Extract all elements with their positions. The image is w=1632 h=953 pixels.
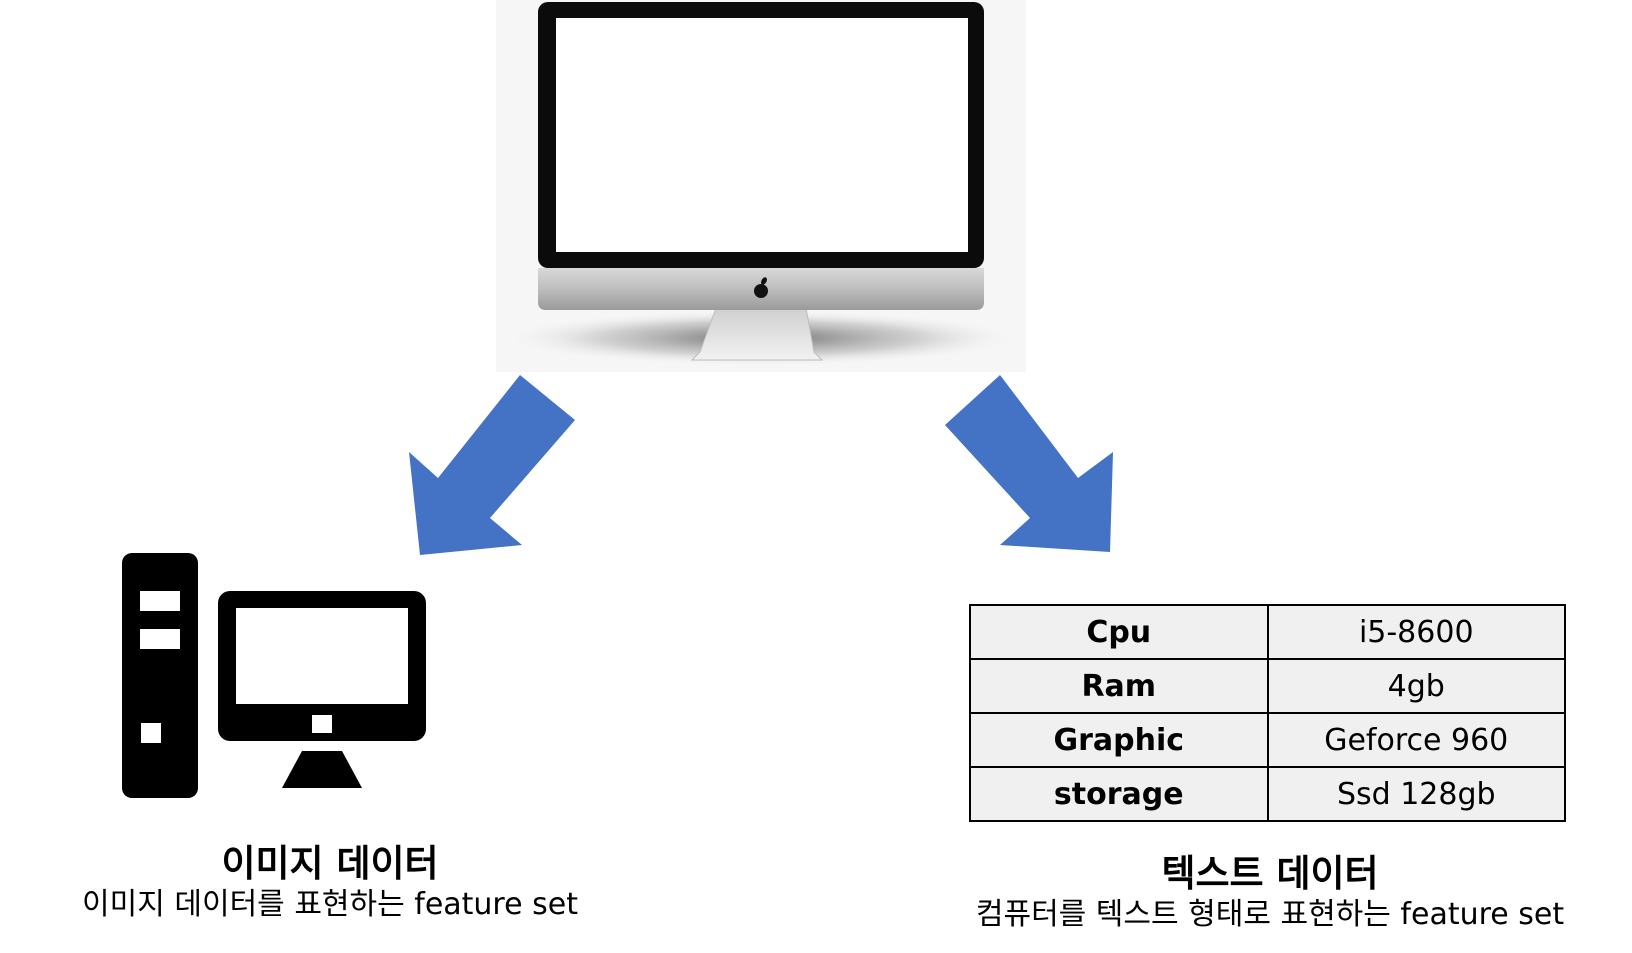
right-caption: 텍스트 데이터 컴퓨터를 텍스트 형태로 표현하는 feature set — [915, 852, 1625, 934]
table-cell-key: Cpu — [969, 604, 1269, 660]
table-row: Graphic Geforce 960 — [969, 712, 1566, 768]
table-row: storage Ssd 128gb — [969, 766, 1566, 822]
table-row: Cpu i5-8600 — [969, 604, 1566, 660]
table-cell-key: storage — [969, 766, 1269, 822]
image-data-title: 이미지 데이터 — [221, 842, 439, 885]
logo-icon — [754, 277, 768, 298]
text-data-subtitle: 컴퓨터를 텍스트 형태로 표현하는 feature set — [975, 897, 1565, 932]
table-cell-value: Geforce 960 — [1266, 712, 1566, 768]
monitor-photo — [496, 0, 1026, 372]
arrow-down-left-icon — [409, 375, 575, 555]
table-row: Ram 4gb — [969, 658, 1566, 714]
left-caption: 이미지 데이터 이미지 데이터를 표현하는 feature set — [10, 842, 650, 924]
image-data-subtitle: 이미지 데이터를 표현하는 feature set — [82, 887, 578, 922]
table-cell-value: Ssd 128gb — [1266, 766, 1566, 822]
text-data-title: 텍스트 데이터 — [1161, 852, 1379, 895]
table-cell-value: i5-8600 — [1266, 604, 1566, 660]
table-cell-key: Ram — [969, 658, 1269, 714]
table-cell-key: Graphic — [969, 712, 1269, 768]
desktop-computer-icon — [122, 553, 426, 798]
spec-table: Cpu i5-8600 Ram 4gb Graphic Geforce 960 … — [969, 604, 1566, 822]
table-cell-value: 4gb — [1266, 658, 1566, 714]
arrow-down-right-icon — [945, 375, 1113, 552]
